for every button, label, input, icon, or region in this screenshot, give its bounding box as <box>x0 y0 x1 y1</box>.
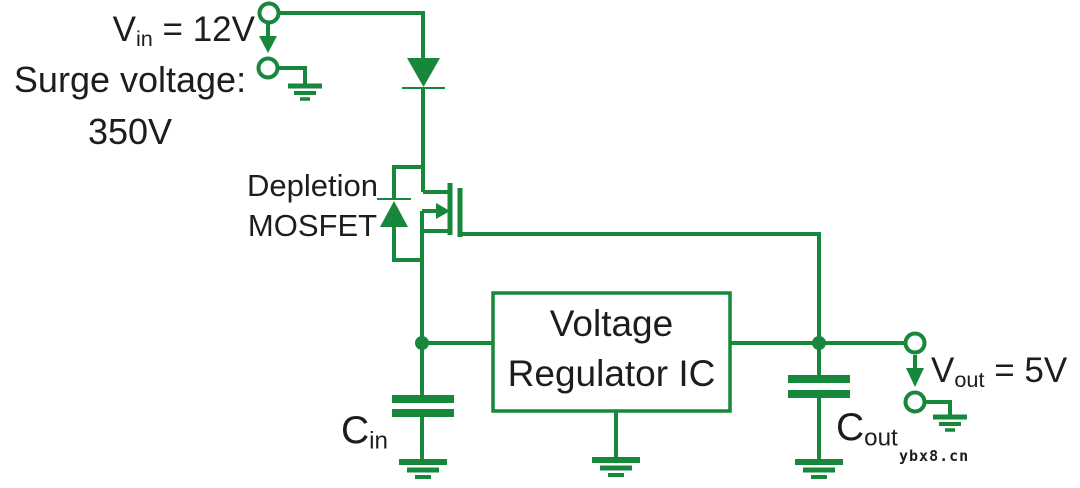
depletion-mosfet-line1: Depletion <box>247 168 378 203</box>
vin-terminal-circle <box>257 1 281 25</box>
vin-label: Vin = 12V <box>112 10 255 51</box>
depletion-mosfet-label: Depletion MOSFET <box>235 166 390 246</box>
output-down-arrow-icon <box>906 355 924 387</box>
watermark: ybx8.cn <box>899 447 970 465</box>
surge-voltage-line1: Surge voltage: <box>13 59 247 100</box>
surge-voltage-label: Surge voltage: 350V <box>0 54 260 158</box>
voltage-regulator-box <box>491 291 732 413</box>
depletion-mosfet-line2: MOSFET <box>247 208 378 243</box>
surge-voltage-line2: 350V <box>87 111 173 152</box>
gate-wire <box>460 232 821 343</box>
vout-terminal-circle <box>903 331 927 355</box>
depletion-mosfet-symbol <box>422 183 463 237</box>
surge-ground-icon <box>288 83 322 101</box>
cout-label: Cout <box>836 406 898 452</box>
surge-terminal-circle <box>256 56 280 80</box>
protection-diode <box>402 58 445 89</box>
cout-capacitor <box>788 343 850 461</box>
voltage-regulator-line2: Regulator IC <box>507 353 716 394</box>
output-ground-icon <box>933 414 967 432</box>
input-down-arrow-icon <box>259 24 277 53</box>
vout-label: Vout = 5V <box>931 351 1068 392</box>
regulator-ground-icon <box>592 457 640 477</box>
vin-wire <box>279 11 425 58</box>
mosfet-body-arrow-head <box>436 203 450 219</box>
cin-capacitor <box>392 343 454 461</box>
surge-ground-wire <box>278 66 307 85</box>
voltage-regulator-line1: Voltage <box>549 303 674 344</box>
voltage-regulator-label: Voltage Regulator IC <box>493 299 730 399</box>
cout-ground-icon <box>795 459 843 479</box>
cin-label: Cin <box>341 409 388 455</box>
output-ground-wire <box>925 400 952 416</box>
body-diode <box>377 165 423 262</box>
output-ground-terminal-circle <box>903 390 927 414</box>
cin-ground-icon <box>399 459 447 479</box>
